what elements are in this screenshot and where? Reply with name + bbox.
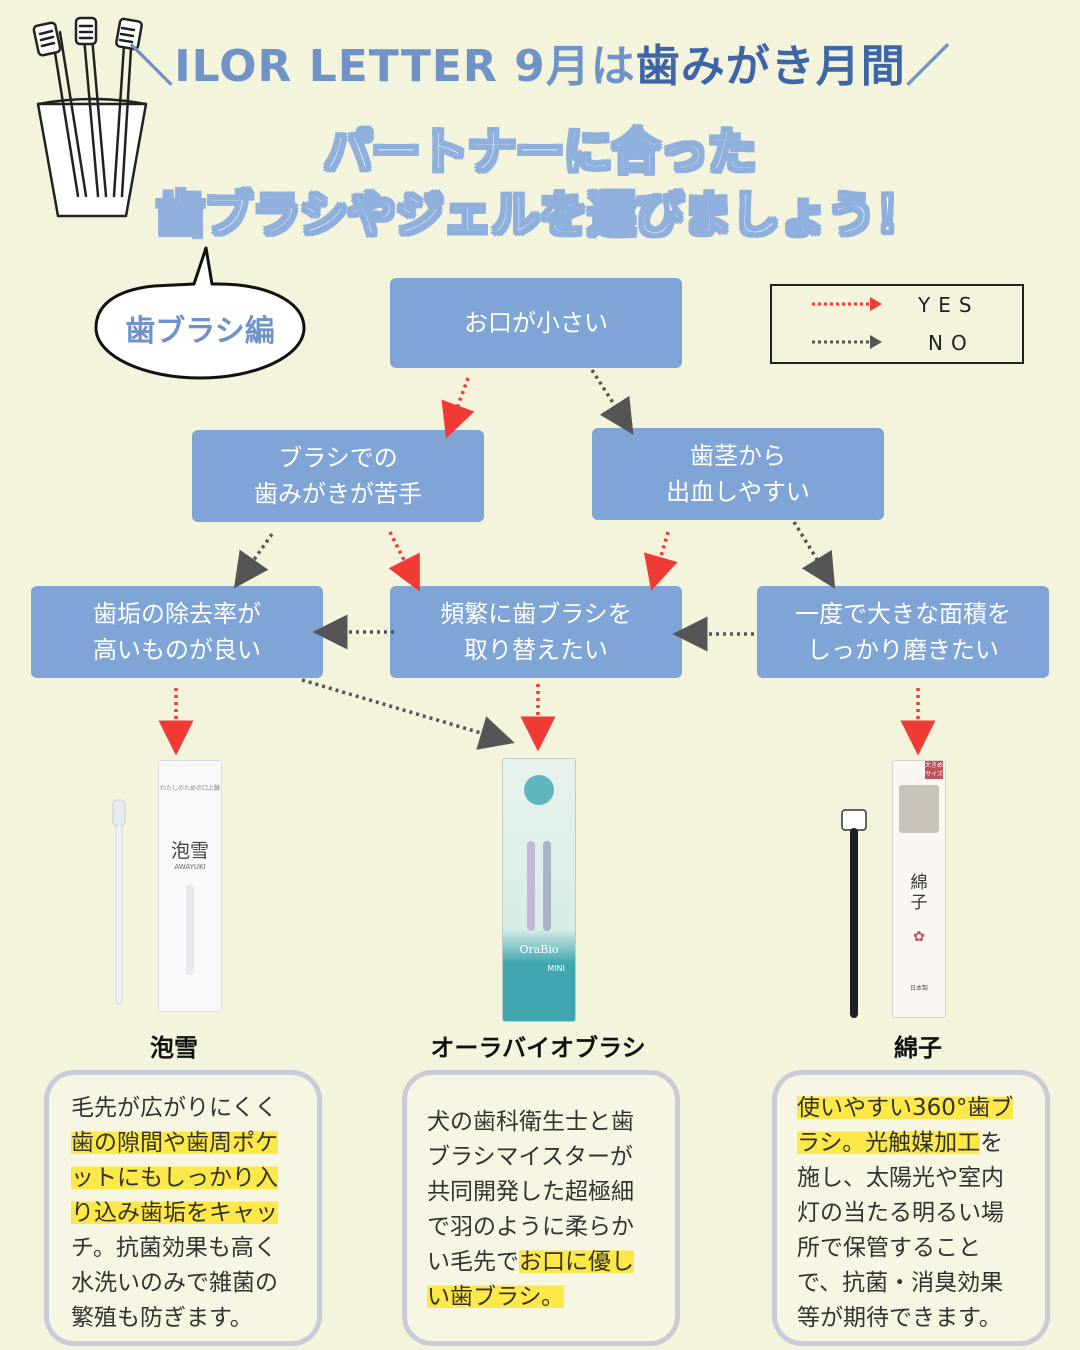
product-name-orabio: オーラバイオブラシ xyxy=(430,1034,646,1062)
desc-wataco-post: を施し、太陽光や室内灯の当たる明るい場所で保管することで、抗菌・消臭効果等が期待… xyxy=(797,1130,1004,1331)
newsletter-title-suffix: ／ xyxy=(905,41,951,92)
product-card-wataco: 使いやすい360°歯ブラシ。光触媒加工を施し、太陽光や室内灯の当たる明るい場所で… xyxy=(772,1070,1050,1346)
awayuki-package-small-text: わたしのための口上臓 xyxy=(159,785,220,792)
orabio-package-size: MINI xyxy=(547,964,565,973)
wataco-package-title: 綿子 xyxy=(910,873,928,913)
legend xyxy=(770,284,1024,364)
newsletter-title: ＼ILOR LETTER 9月は歯みがき月間／ xyxy=(0,30,1080,94)
flow-frequent-change-box: 頻繁に歯ブラシを 取り替えたい xyxy=(390,586,682,678)
awayuki-package-sub: AWAYUKI xyxy=(174,863,206,871)
speech-bubble-label: 歯ブラシ編 xyxy=(125,314,275,349)
arrow-plaque-no xyxy=(301,678,515,750)
arrow-gum-yes xyxy=(643,531,678,591)
toothbrush-cup-icon xyxy=(32,16,148,218)
arrow-start-yes xyxy=(441,377,475,439)
product-name-wataco: 綿子 xyxy=(894,1034,942,1062)
headline-line-2: 歯ブラシやジェルを選びましょう！ xyxy=(155,186,924,244)
desc-awayuki-post: チ。抗菌効果も高く水洗いのみで雑菌の繁殖も防ぎます。 xyxy=(71,1235,278,1331)
awayuki-toothbrush-image xyxy=(112,799,126,1005)
product-desc-orabio: 犬の歯科衛生士と歯ブラシマイスターが共同開発した超極細で羽のように柔らかい毛先で… xyxy=(427,1105,653,1315)
legend-no-arrow xyxy=(812,335,882,349)
awayuki-package: わたしのための口上臓 泡雪 AWAYUKI xyxy=(158,760,222,1012)
wataco-package: 大きめサイズ 綿子 ✿ 日本製 xyxy=(892,760,946,1018)
speech-bubble xyxy=(94,246,306,380)
desc-awayuki-pre: 毛先が広がりにくく xyxy=(71,1095,278,1121)
flow-brush-difficulty-box: ブラシでの 歯みがきが苦手 xyxy=(192,430,484,522)
product-card-awayuki: 毛先が広がりにくく歯の隙間や歯周ポケットにもしっかり入り込み歯垢をキャッチ。抗菌… xyxy=(44,1070,322,1346)
wataco-package-tag: 大きめサイズ xyxy=(925,761,944,779)
arrow-brush-no xyxy=(233,532,274,589)
arrow-brush-yes xyxy=(388,531,420,592)
product-desc-wataco: 使いやすい360°歯ブラシ。光触媒加工を施し、太陽光や室内灯の当たる明るい場所で… xyxy=(797,1091,1025,1336)
product-name-awayuki: 泡雪 xyxy=(150,1034,198,1062)
product-desc-awayuki: 毛先が広がりにくく歯の隙間や歯周ポケットにもしっかり入り込み歯垢をキャッチ。抗菌… xyxy=(71,1091,297,1336)
orabio-package: OraBio MINI xyxy=(502,758,576,1022)
desc-awayuki-highlight: 歯の隙間や歯周ポケットにもしっかり入り込み歯垢をキャッ xyxy=(71,1130,278,1226)
product-card-orabio: 犬の歯科衛生士と歯ブラシマイスターが共同開発した超極細で羽のように柔らかい毛先で… xyxy=(402,1070,680,1346)
arrow-gum-no xyxy=(792,521,836,589)
desc-orabio-pre: 犬の歯科衛生士と歯ブラシマイスターが共同開発した超極細で羽のように柔らかい毛先で xyxy=(427,1109,634,1275)
legend-yes-label: YES xyxy=(918,293,980,317)
newsletter-title-highlight: 歯みがき月間 xyxy=(635,41,906,92)
orabio-package-brand: OraBio xyxy=(519,943,559,956)
legend-yes-arrow xyxy=(812,297,882,311)
newsletter-title-prefix: ＼ILOR LETTER 9月は xyxy=(129,41,636,92)
flow-arrows xyxy=(158,369,936,756)
arrow-start-no xyxy=(590,369,634,435)
flow-large-area-box: 一度で大きな面積を しっかり磨きたい xyxy=(757,586,1049,678)
flow-start-box: お口が小さい xyxy=(390,278,682,368)
headline-line-1: パートナーに合った xyxy=(323,123,757,181)
flow-plaque-removal-box: 歯垢の除去率が 高いものが良い xyxy=(31,586,323,678)
awayuki-package-title: 泡雪 xyxy=(170,840,209,862)
wataco-package-maker: 日本製 xyxy=(909,985,928,992)
flow-gum-bleeding-box: 歯茎から 出血しやすい xyxy=(592,428,884,520)
wataco-toothbrush-image xyxy=(841,809,867,1018)
legend-no-label: NO xyxy=(928,331,975,355)
